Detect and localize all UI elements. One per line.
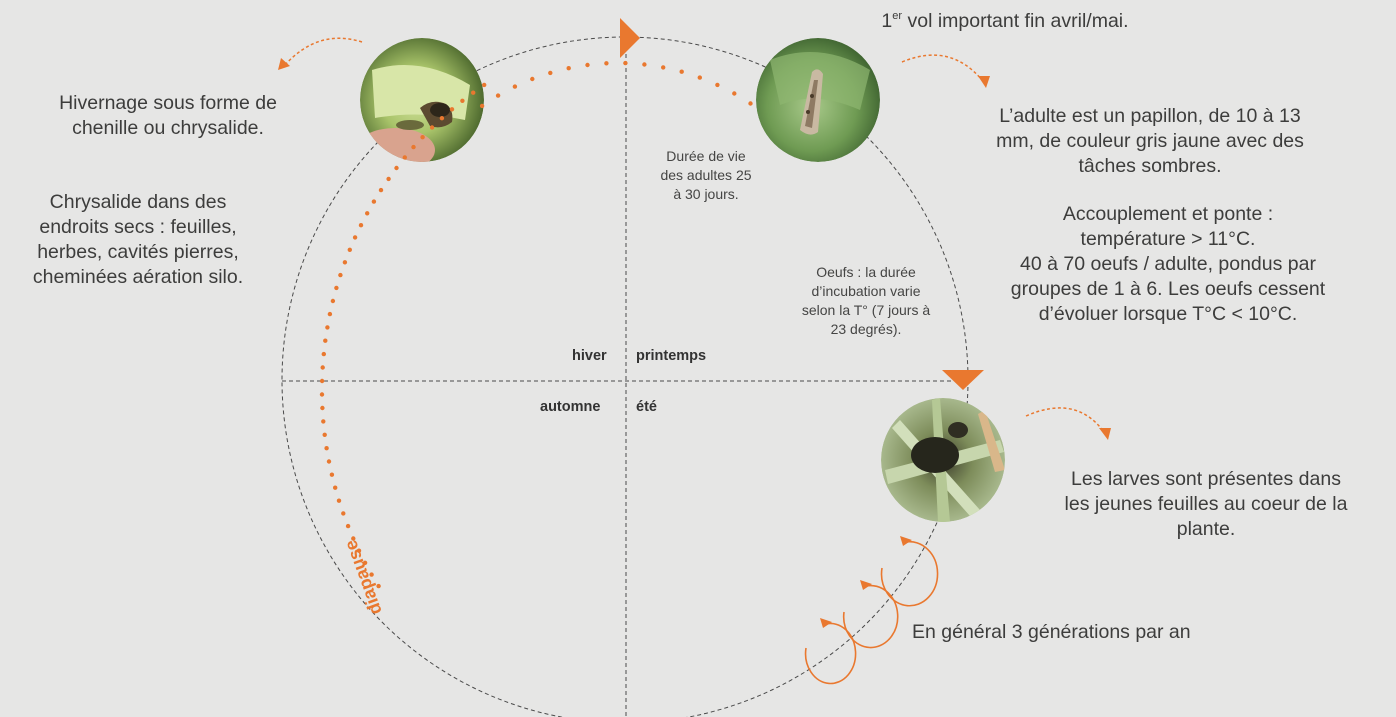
first-flight-text: 1er vol important fin avril/mai.: [820, 9, 1190, 34]
path-dot: [471, 91, 475, 95]
path-dot: [322, 352, 326, 356]
path-dot: [320, 379, 324, 383]
generation-arrowhead-1: [900, 536, 912, 546]
chrysalis-text: Chrysalide dans des endroits secs : feui…: [0, 190, 276, 290]
season-spring: printemps: [636, 348, 706, 364]
season-summer: été: [636, 399, 657, 415]
generation-arrowhead-2: [860, 580, 872, 590]
path-dot: [585, 63, 589, 67]
path-dot: [372, 199, 376, 203]
path-dot: [420, 135, 424, 139]
adult-lifespan-text: Durée de vie des adultes 25 à 30 jours.: [644, 147, 768, 204]
path-dot: [403, 155, 407, 159]
eggs-text: Oeufs : la durée d’incubation varie selo…: [770, 263, 962, 339]
path-dot: [333, 486, 337, 490]
path-dot: [337, 499, 341, 503]
path-dot: [411, 145, 415, 149]
generation-arrowhead-3: [820, 618, 832, 628]
path-dot: [321, 365, 325, 369]
path-dot: [321, 419, 325, 423]
path-dot: [386, 177, 390, 181]
callout-arrowhead-larvae: [1099, 428, 1111, 440]
path-dot: [530, 77, 534, 81]
path-dot: [353, 235, 357, 239]
path-dot: [567, 66, 571, 70]
path-dot: [604, 61, 608, 65]
path-dot: [324, 446, 328, 450]
path-dot: [732, 91, 736, 95]
path-dot: [698, 75, 702, 79]
path-dot: [334, 286, 338, 290]
path-dot: [715, 83, 719, 87]
mating-text: Accouplement et ponte : température > 11…: [958, 202, 1378, 327]
path-dot: [338, 273, 342, 277]
path-dot: [348, 248, 352, 252]
path-dot: [440, 116, 444, 120]
callout-arrow-adult: [902, 55, 982, 80]
season-autumn: automne: [540, 399, 600, 415]
path-dot: [359, 223, 363, 227]
generation-loops: [806, 542, 938, 684]
path-dot: [430, 125, 434, 129]
callout-arrow-overwintering: [284, 38, 362, 66]
diapause-label: diapause: [340, 537, 385, 617]
path-dot: [331, 299, 335, 303]
path-dot: [748, 101, 752, 105]
path-dot: [394, 166, 398, 170]
path-dot: [325, 325, 329, 329]
path-dot: [642, 62, 646, 66]
path-dot: [482, 83, 486, 87]
path-dot: [327, 459, 331, 463]
callout-arrow-larvae: [1026, 408, 1104, 432]
path-dot: [680, 70, 684, 74]
path-dot: [365, 211, 369, 215]
path-dot: [330, 473, 334, 477]
path-dot: [343, 260, 347, 264]
path-dot: [346, 524, 350, 528]
path-dot: [548, 71, 552, 75]
path-dot: [379, 188, 383, 192]
larvae-text: Les larves sont présentes dans les jeune…: [1026, 467, 1386, 542]
adult-description-text: L’adulte est un papillon, de 10 à 13 mm,…: [950, 104, 1350, 179]
path-dot: [450, 107, 454, 111]
callout-arrowhead-adult: [978, 76, 990, 88]
path-dot: [496, 93, 500, 97]
path-dot: [323, 433, 327, 437]
path-dot: [661, 65, 665, 69]
moth-photo: [756, 38, 880, 162]
generations-text: En général 3 générations par an: [912, 620, 1272, 645]
path-dot: [513, 84, 517, 88]
path-dot: [623, 61, 627, 65]
path-dot: [328, 312, 332, 316]
spring-triangle-marker: [620, 18, 640, 58]
path-dot: [320, 392, 324, 396]
overwintering-text: Hivernage sous forme de chenille ou chry…: [18, 91, 318, 141]
larvae-photo: [881, 398, 1005, 522]
caterpillar-photo: [355, 38, 484, 172]
path-dot: [460, 99, 464, 103]
path-dot: [480, 104, 484, 108]
path-dot: [323, 339, 327, 343]
path-dot: [320, 406, 324, 410]
summer-triangle-marker: [942, 370, 984, 390]
callout-arrowhead-overwintering: [278, 58, 290, 70]
path-dot: [341, 511, 345, 515]
season-winter: hiver: [572, 348, 607, 364]
